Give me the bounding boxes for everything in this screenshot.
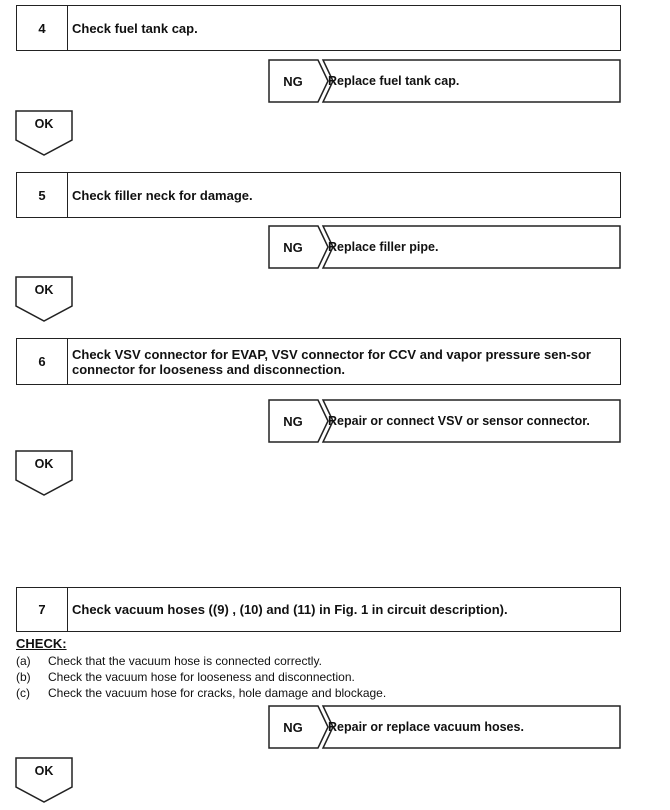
check-item-text: Check the vacuum hose for cracks, hole d… xyxy=(48,686,387,700)
ok-arrow-shape xyxy=(15,276,73,322)
ng-arrow-shape xyxy=(268,399,621,443)
ok-label: OK xyxy=(34,117,54,131)
check-item-label: (a) xyxy=(16,654,31,668)
step-5-box: 5 Check filler neck for damage. xyxy=(16,172,621,218)
ng-label: NG xyxy=(283,413,303,429)
ok-box-step-7: OK xyxy=(15,757,73,803)
ng-label: NG xyxy=(283,239,303,255)
ok-label: OK xyxy=(34,457,54,471)
ok-label: OK xyxy=(34,283,54,297)
ok-arrow-shape xyxy=(15,110,73,156)
step-7-box: 7 Check vacuum hoses ((9) , (10) and (11… xyxy=(16,587,621,632)
ng-arrow-shape xyxy=(268,225,621,269)
check-item-label: (b) xyxy=(16,670,31,684)
check-item-a: (a) Check that the vacuum hose is connect… xyxy=(16,654,322,668)
ng-box-step-4: NG Replace fuel tank cap. xyxy=(268,59,621,103)
step-text: Check vacuum hoses ((9) , (10) and (11) … xyxy=(72,602,508,617)
ng-box-step-7: NG Repair or replace vacuum hoses. xyxy=(268,705,621,749)
step-number: 4 xyxy=(17,6,68,50)
ng-box-step-6: NG Repair or connect VSV or sensor conne… xyxy=(268,399,621,443)
check-item-label: (c) xyxy=(16,686,30,700)
step-number: 6 xyxy=(17,339,68,384)
step-number: 5 xyxy=(17,173,68,217)
step-text: Check fuel tank cap. xyxy=(72,20,198,36)
ng-action-text: Replace filler pipe. xyxy=(328,240,439,254)
step-4-box: 4 Check fuel tank cap. xyxy=(16,5,621,51)
step-text: Check filler neck for damage. xyxy=(72,187,253,203)
ok-label: OK xyxy=(34,764,54,778)
check-item-text: Check the vacuum hose for looseness and … xyxy=(48,670,355,684)
ok-arrow-shape xyxy=(15,757,73,803)
ok-box-step-6: OK xyxy=(15,450,73,496)
ng-action-text: Repair or replace vacuum hoses. xyxy=(328,720,524,734)
ng-label: NG xyxy=(283,719,303,735)
step-text: Check VSV connector for EVAP, VSV connec… xyxy=(72,346,591,377)
check-heading: CHECK: xyxy=(16,636,67,651)
ng-box-step-5: NG Replace filler pipe. xyxy=(268,225,621,269)
check-item-b: (b) Check the vacuum hose for looseness a… xyxy=(16,670,355,684)
ok-arrow-shape xyxy=(15,450,73,496)
ng-arrow-shape xyxy=(268,59,621,103)
ng-arrow-shape xyxy=(268,705,621,749)
step-number: 7 xyxy=(17,588,68,631)
ok-box-step-5: OK xyxy=(15,276,73,322)
ng-action-text: Replace fuel tank cap. xyxy=(328,74,460,88)
ng-label: NG xyxy=(283,73,303,89)
check-item-text: Check that the vacuum hose is connected … xyxy=(48,654,322,668)
ok-box-step-4: OK xyxy=(15,110,73,156)
ng-action-text: Repair or connect VSV or sensor connecto… xyxy=(328,414,590,428)
step-6-box: 6 Check VSV connector for EVAP, VSV conn… xyxy=(16,338,621,385)
check-item-c: (c) Check the vacuum hose for cracks, hol… xyxy=(16,686,386,700)
